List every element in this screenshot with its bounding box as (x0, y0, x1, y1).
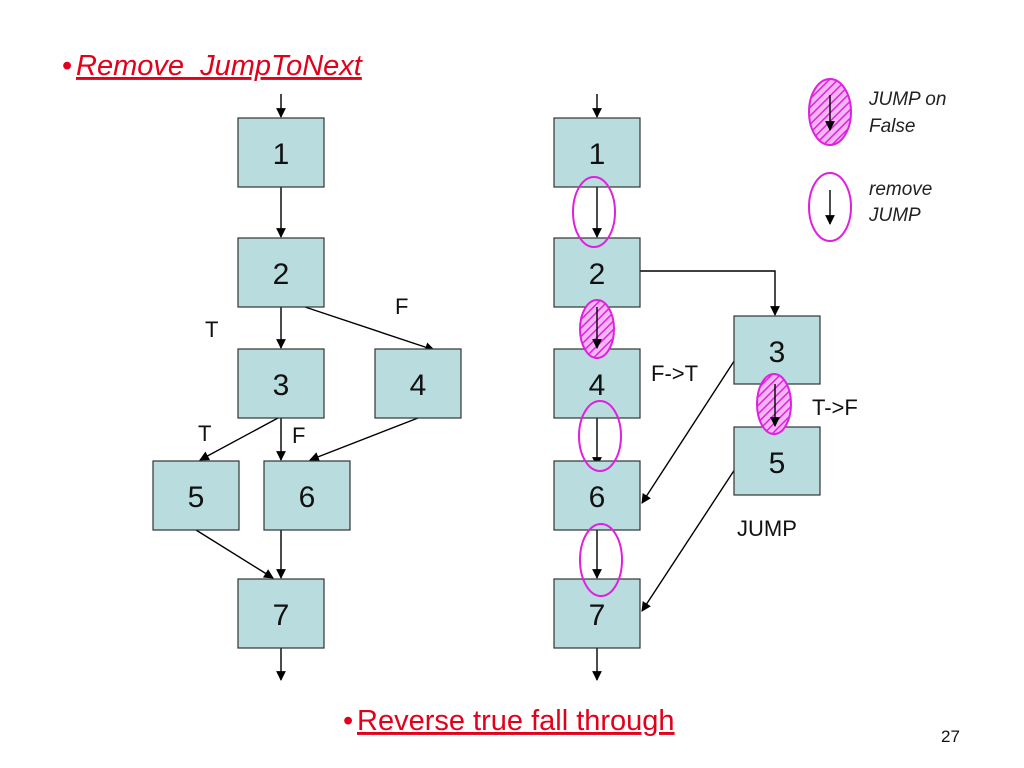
right-node-5-label: 5 (769, 447, 786, 480)
page-number: 27 (941, 727, 960, 746)
legend-jump-on-false-line1: JUMP on (868, 89, 946, 110)
right-node-7: 7 (553, 578, 641, 649)
right-edge-2-3 (640, 270, 780, 316)
remove-jump-marker-6-7 (579, 523, 623, 597)
title-bullet: • (62, 50, 72, 82)
right-label-f-to-t: F->T (651, 361, 698, 386)
title: Remove JumpToNext (76, 50, 364, 82)
left-node-5-label: 5 (188, 481, 205, 514)
left-node-4: 4 (374, 348, 462, 419)
left-node-2: 2 (237, 237, 325, 308)
left-label-t-2: T (205, 317, 218, 342)
left-edge-4-6 (309, 417, 419, 462)
left-node-7: 7 (237, 578, 325, 649)
left-edge-2-4 (304, 306, 435, 352)
left-node-3: 3 (237, 348, 325, 419)
right-node-2-label: 2 (589, 258, 606, 291)
left-edge-5-7 (195, 529, 274, 579)
legend-remove-jump-icon (808, 172, 852, 242)
right-edge-5-7 (641, 465, 738, 612)
right-node-1: 1 (553, 117, 641, 188)
right-label-jump: JUMP (737, 516, 797, 541)
bottom-title: Reverse true fall through (357, 705, 675, 737)
right-node-3: 3 (733, 315, 821, 385)
jump-on-false-marker-3-5 (756, 373, 792, 435)
left-node-3-label: 3 (273, 369, 290, 402)
legend: JUMP on False remove JUMP (808, 78, 946, 242)
right-node-6-label: 6 (589, 481, 606, 514)
left-node-1-label: 1 (273, 138, 290, 171)
left-node-6-label: 6 (299, 481, 316, 514)
legend-remove-jump-line2: JUMP (868, 205, 921, 226)
left-edge-3-5 (199, 417, 279, 461)
left-node-1: 1 (237, 117, 325, 188)
right-node-6: 6 (553, 460, 641, 531)
right-node-7-label: 7 (589, 599, 606, 632)
left-label-f-2: F (395, 294, 408, 319)
left-node-6: 6 (263, 460, 351, 531)
left-node-5: 5 (152, 460, 240, 531)
right-node-2: 2 (553, 237, 641, 308)
right-node-4: 4 (553, 348, 641, 419)
left-node-2-label: 2 (273, 258, 290, 291)
legend-jump-on-false-line2: False (869, 116, 915, 137)
bottom-title-bullet: • (343, 705, 353, 737)
left-node-7-label: 7 (273, 599, 290, 632)
legend-remove-jump-line1: remove (869, 179, 932, 200)
right-node-3-label: 3 (769, 336, 786, 369)
remove-jump-marker-4-6 (578, 400, 622, 472)
right-node-4-label: 4 (589, 369, 606, 402)
right-label-t-to-f: T->F (812, 395, 858, 420)
right-node-5: 5 (733, 426, 821, 496)
right-node-1-label: 1 (589, 138, 606, 171)
remove-jump-marker-1-2 (572, 176, 616, 248)
left-label-t-3: T (198, 421, 211, 446)
left-node-4-label: 4 (410, 369, 427, 402)
right-edge-3-6 (641, 351, 741, 504)
left-label-f-3: F (292, 423, 305, 448)
